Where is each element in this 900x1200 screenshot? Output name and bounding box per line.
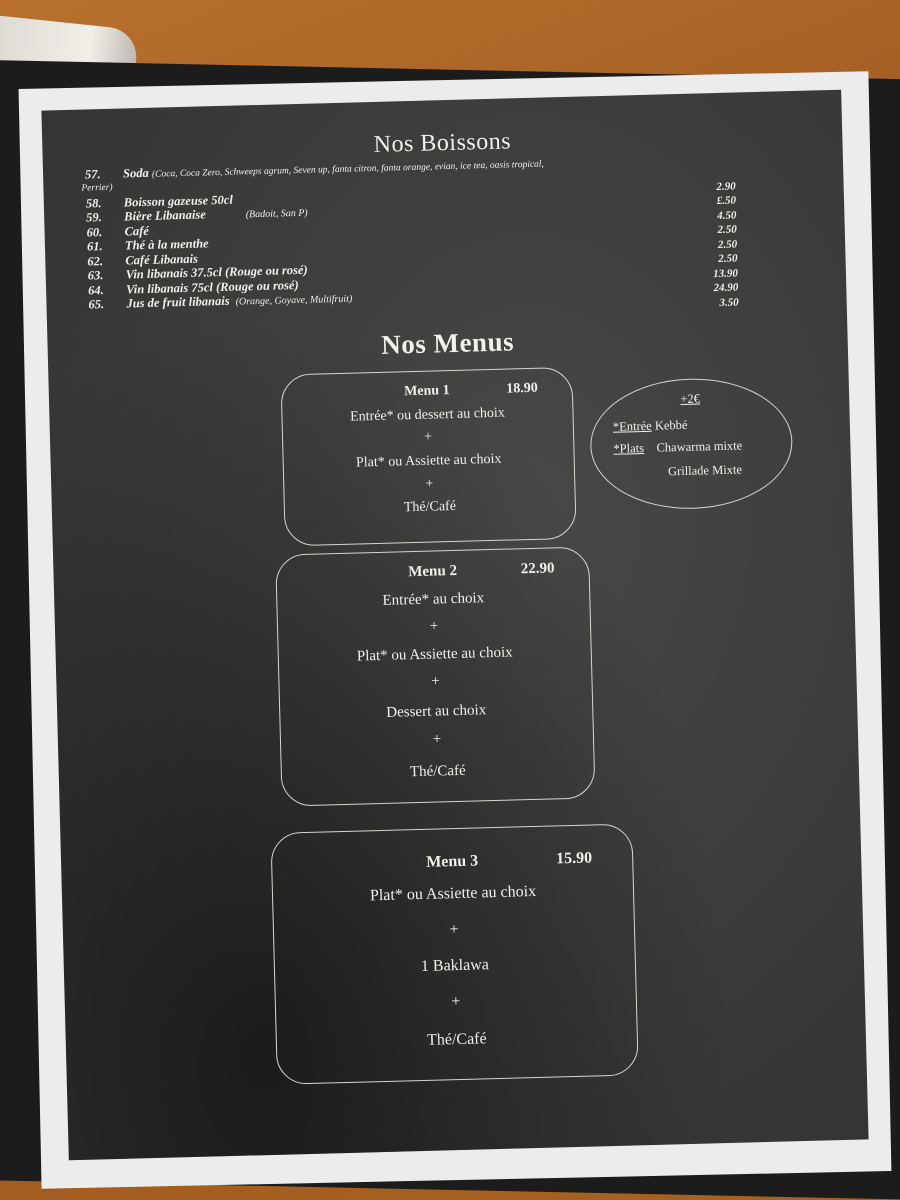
item-price: 13.90 [712, 266, 739, 280]
supplement-plats: *Plats Chawarma mixte [613, 438, 743, 456]
supplement-circle: +2€ *Entrée Kebbé *Plats Chawarma mixte … [588, 376, 795, 512]
item-price: 3.50 [719, 295, 739, 309]
menu-3-box: Menu 3 15.90 Plat* ou Assiette au choix … [270, 823, 639, 1085]
item-price: 2.50 [718, 252, 738, 265]
item-number: 62. [87, 253, 104, 268]
menu-line: Thé/Café [409, 762, 466, 781]
menus-title: Nos Menus [380, 326, 515, 360]
drinks-list: 57. Soda (Coca, Coca Zero, Schweeps agru… [81, 151, 739, 327]
menu-page: Nos Boissons 57. Soda (Coca, Coca Zero, … [41, 89, 869, 1161]
item-name: Café [124, 223, 150, 239]
menu-line: Plat* ou Assiette au choix [356, 644, 513, 665]
supplement-plats-2: Grillade Mixte [667, 462, 743, 479]
menu-line: Plat* ou Assiette au choix [369, 882, 537, 905]
menu-1-box: Menu 1 18.90 Entrée* ou dessert au choix… [280, 366, 577, 547]
item-number: 57. [84, 167, 101, 182]
item-price: 2.50 [717, 237, 738, 251]
menu-line: + [451, 992, 461, 1011]
menu-line: Entrée* au choix [382, 590, 485, 609]
menu-line: Thé/Café [403, 498, 457, 516]
item-number: 60. [86, 224, 103, 240]
menu-price: 18.90 [506, 380, 539, 397]
item-note-continued: Perrier) [81, 182, 113, 194]
item-price: 2.50 [717, 223, 737, 236]
menu-price: 15.90 [555, 849, 593, 868]
menu-line: + [432, 731, 442, 748]
item-price: 24.90 [713, 281, 739, 295]
item-number: 59. [86, 210, 103, 225]
menu-line: + [429, 618, 439, 635]
item-price: £.50 [716, 194, 737, 208]
item-price: 2.90 [716, 180, 736, 193]
menu-line: + [423, 429, 433, 445]
menu-price: 22.90 [520, 560, 555, 578]
item-price: 4.50 [716, 208, 737, 222]
item-number: 63. [87, 268, 104, 283]
item-number: 58. [85, 195, 102, 211]
menu-line: Dessert au choix [386, 702, 487, 721]
menu-line: Entrée* ou dessert au choix [349, 405, 506, 425]
menu-line: + [449, 921, 459, 939]
supplement-title: +2€ [680, 391, 701, 407]
menu-line: 1 Baklawa [420, 956, 490, 976]
menu-line: + [431, 673, 440, 690]
menu-line: Plat* ou Assiette au choix [355, 451, 502, 471]
menu-2-box: Menu 2 22.90 Entrée* au choix + Plat* ou… [275, 546, 596, 807]
item-number: 61. [86, 239, 103, 254]
supplement-entree: *Entrée Kebbé [612, 417, 688, 434]
item-number: 65. [88, 297, 105, 312]
menu-line: Thé/Café [426, 1030, 487, 1049]
item-number: 64. [87, 282, 104, 297]
menu-line: + [425, 476, 434, 492]
